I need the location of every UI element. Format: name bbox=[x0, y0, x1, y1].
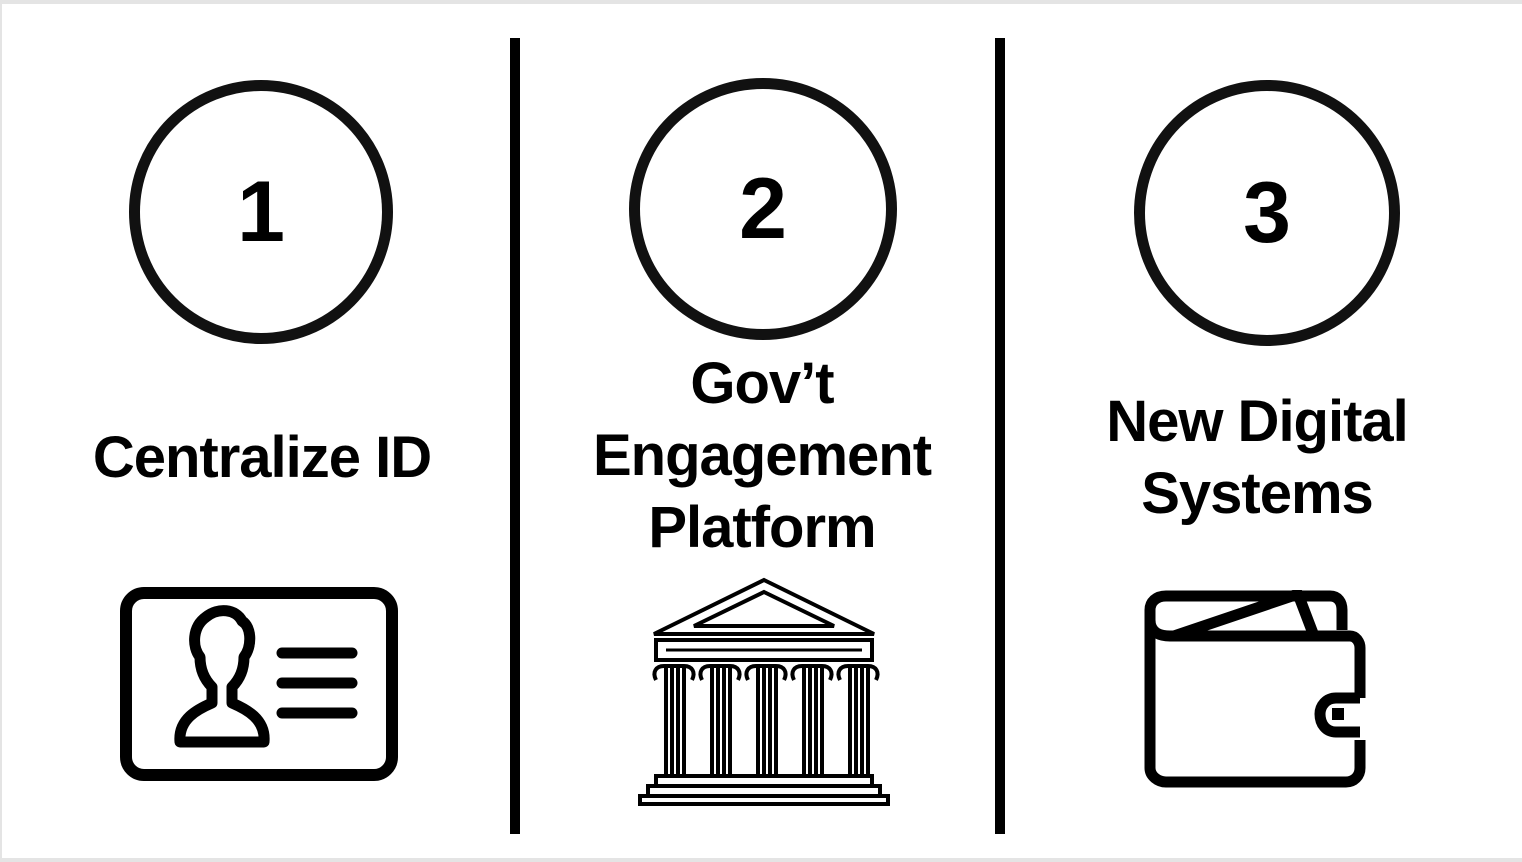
step-number-1: 1 bbox=[237, 164, 285, 260]
slide: 1 Centralize ID 2 Gov’t Engagement Platf… bbox=[2, 4, 1522, 858]
step-circle-2: 2 bbox=[629, 78, 897, 340]
column-divider-2 bbox=[995, 38, 1005, 834]
step-label-3: New Digital Systems bbox=[1106, 389, 1409, 526]
id-card-icon bbox=[120, 587, 398, 781]
step-label-1: Centralize ID bbox=[92, 425, 432, 490]
government-building-icon bbox=[638, 577, 890, 806]
step-circle-1: 1 bbox=[129, 80, 393, 344]
column-divider-1 bbox=[510, 38, 520, 834]
step-circle-3: 3 bbox=[1134, 80, 1400, 346]
step-label-2: Gov’t Engagement Platform bbox=[592, 351, 932, 560]
step-number-3: 3 bbox=[1243, 165, 1291, 261]
wallet-icon bbox=[1144, 590, 1366, 788]
step-number-2: 2 bbox=[739, 161, 787, 257]
